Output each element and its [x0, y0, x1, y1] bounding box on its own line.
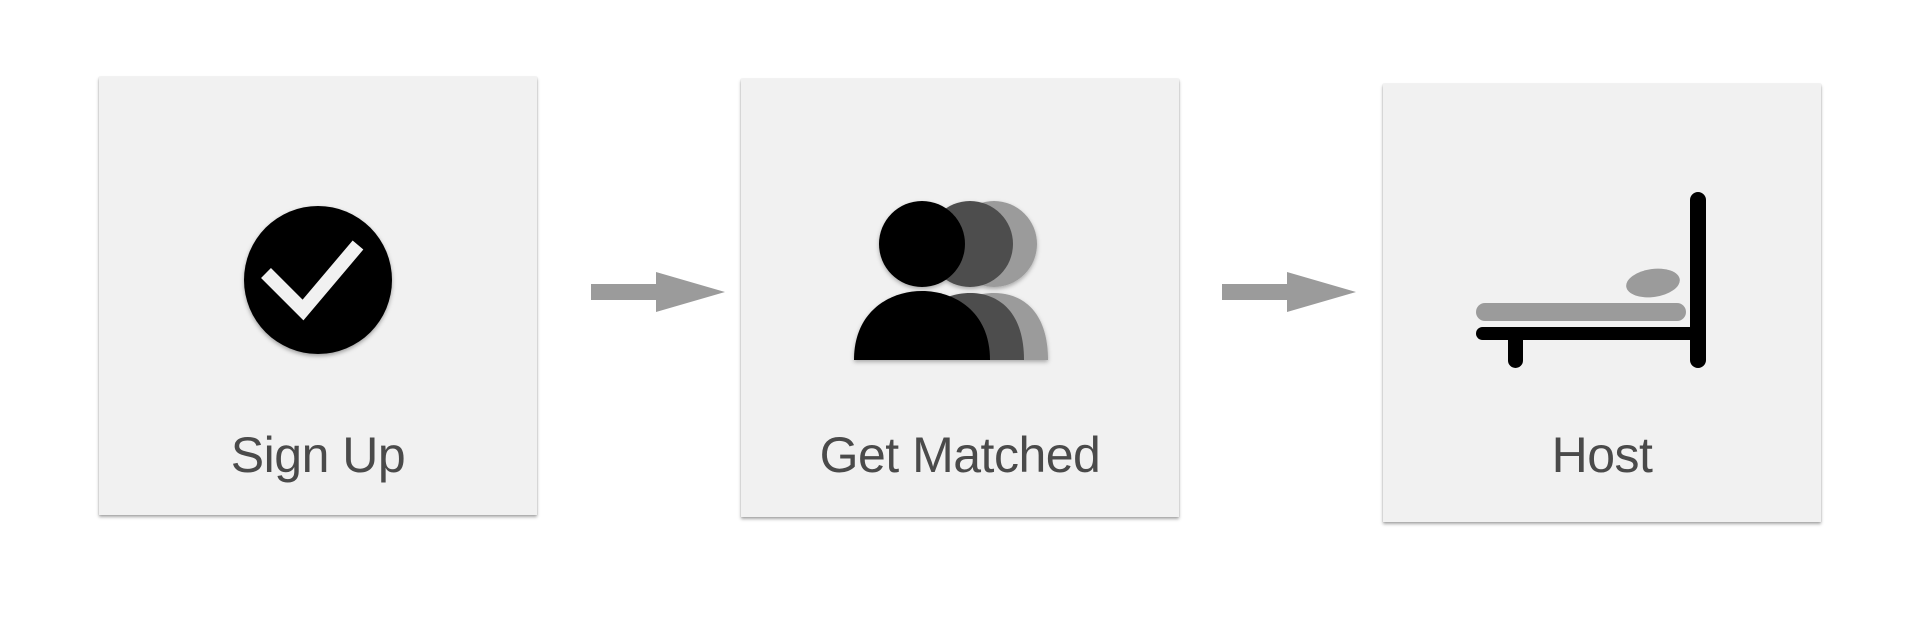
step-label: Sign Up	[230, 427, 406, 483]
arrow-right-icon	[591, 272, 725, 312]
arrow-right-icon	[1222, 272, 1356, 312]
step-label: Get Matched	[819, 427, 1101, 483]
bed-icon	[1476, 192, 1706, 368]
checkmark-circle-icon	[244, 206, 392, 354]
people-group-icon	[854, 201, 1048, 360]
step-label: Host	[1551, 427, 1653, 483]
step-card-host: Host	[1383, 84, 1821, 522]
step-card-get-matched: Get Matched	[741, 79, 1179, 517]
step-card-sign-up: Sign Up	[99, 77, 537, 515]
